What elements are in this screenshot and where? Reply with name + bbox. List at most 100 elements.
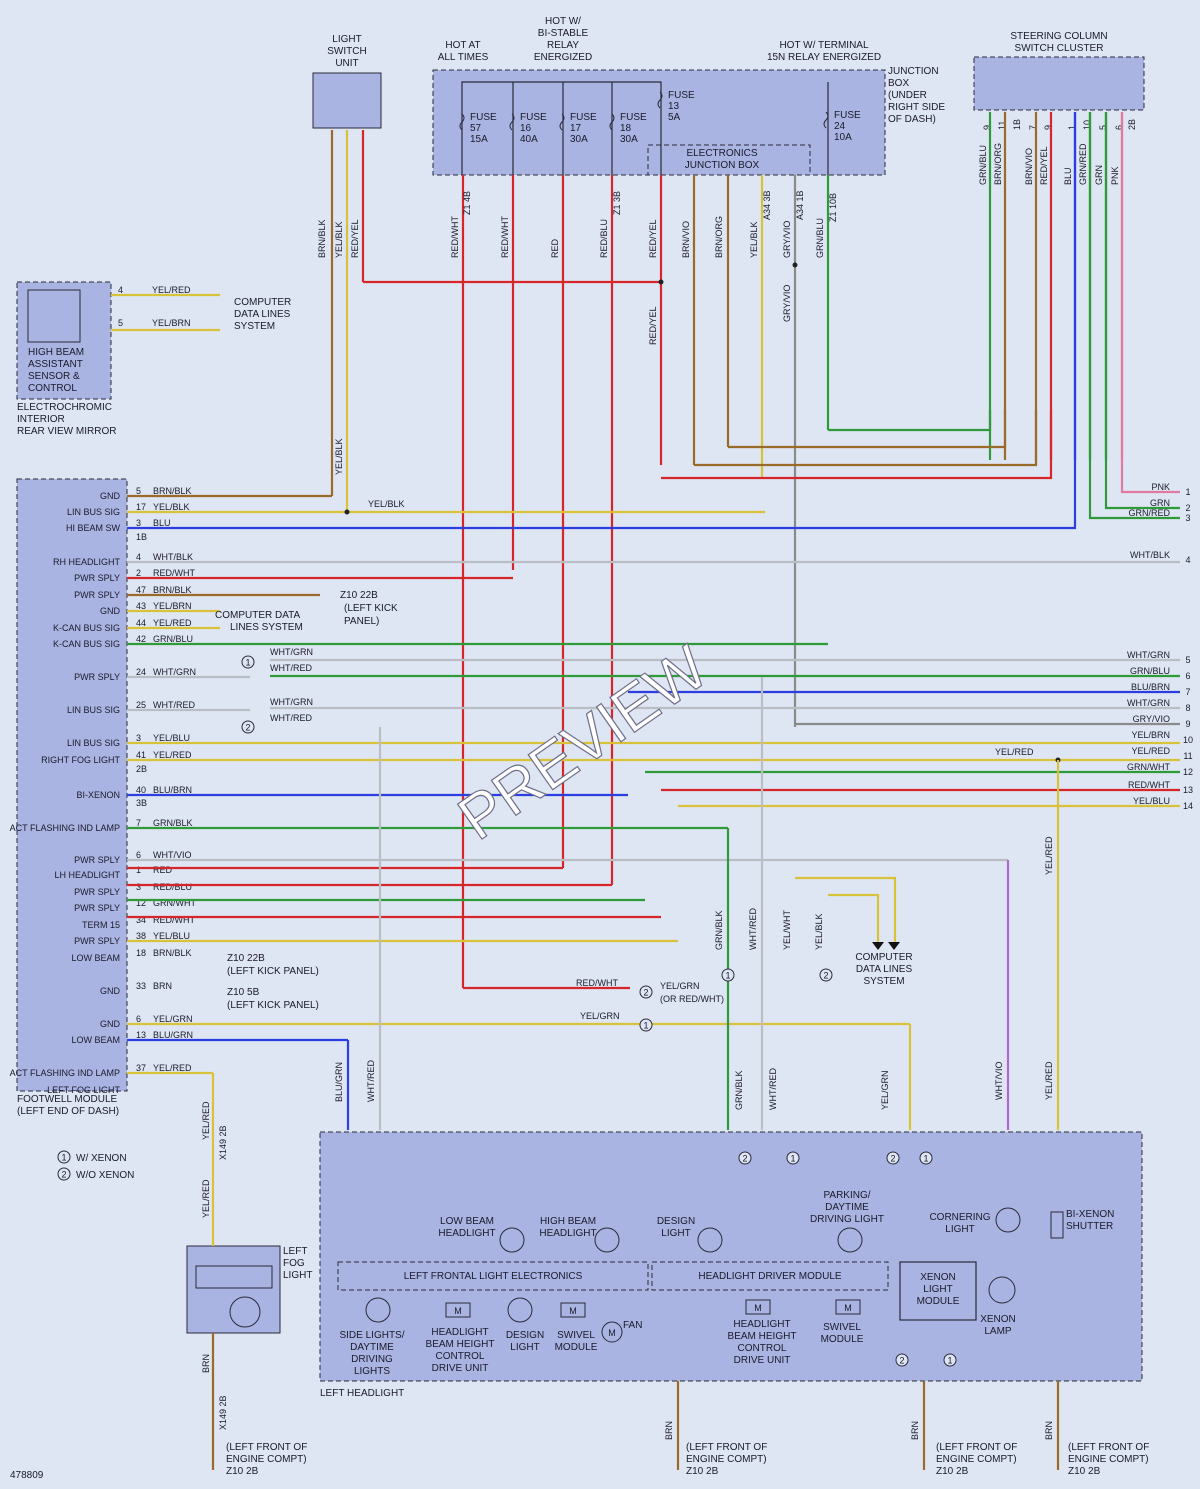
- hot-15n-label: HOT W/ TERMINAL: [779, 40, 869, 51]
- junction-box: [432, 69, 886, 176]
- brn-org-link: [728, 410, 1007, 449]
- light-switch-label: LIGHT: [332, 34, 361, 45]
- footwell-wire-label: YEL/RED: [153, 618, 192, 628]
- steering-pin: 11: [997, 121, 1007, 130]
- top-wire-label: BRN/VIO: [681, 221, 691, 258]
- connector-label: Z1 3B: [612, 191, 622, 215]
- hbc2-label: HEADLIGHT: [733, 1319, 790, 1330]
- pin: 4: [118, 285, 123, 295]
- legend-no-xenon: W/O XENON: [76, 1170, 134, 1181]
- legend-xenon-marker-num: 1: [61, 1153, 66, 1163]
- footwell-pin-number: 5: [136, 486, 141, 496]
- cornering-bulb: [995, 1207, 1021, 1233]
- fuse-symbol: [657, 91, 663, 109]
- hot-all-times-label: HOT AT: [445, 40, 480, 51]
- design2-label: DESIGN: [506, 1330, 544, 1341]
- side-lights-label: SIDE LIGHTS/: [339, 1330, 404, 1341]
- no-xenon-option-num: 2: [245, 723, 250, 733]
- fuse-label: 10A: [834, 132, 852, 143]
- splice: [344, 509, 350, 515]
- footwell-wire-label: YEL/RED: [153, 1063, 192, 1073]
- xenon-module-box: [899, 1261, 977, 1321]
- top-wire-label: RED/YEL: [350, 219, 360, 258]
- connector-label: 3B: [136, 798, 147, 808]
- xenon-module-label: XENON: [920, 1272, 956, 1283]
- fuse-label: 57: [470, 123, 482, 134]
- fuse-label: 5A: [668, 112, 681, 123]
- red-yel-link: [661, 410, 1053, 480]
- hbc1-label: DRIVE UNIT: [432, 1363, 489, 1374]
- wire-label: YEL/RED: [152, 285, 191, 295]
- pnk-wire: [1120, 112, 1180, 494]
- right-edge-number: 1: [1185, 487, 1190, 497]
- footwell-pin-number: 17: [136, 502, 146, 512]
- footwell-pin-number: 3: [136, 518, 141, 528]
- fuse-symbol: [509, 113, 515, 131]
- fuse-label: FUSE: [570, 112, 597, 123]
- right-edge-number: 9: [1185, 719, 1190, 729]
- right-edge-wire: PNK: [1151, 482, 1170, 492]
- parking-label: DRIVING LIGHT: [810, 1214, 884, 1225]
- data-lines-label: LINES SYSTEM: [230, 622, 303, 633]
- data-lines-label: COMPUTER: [234, 297, 291, 308]
- yel-wht-data: [795, 876, 897, 945]
- ground-label: PANEL): [344, 616, 379, 627]
- footwell-wire-label: RED/WHT: [153, 568, 195, 578]
- design2-label: LIGHT: [510, 1342, 539, 1353]
- parking-label: DAYTIME: [825, 1202, 869, 1213]
- footwell-pin-number: 44: [136, 618, 146, 628]
- left-fog-label: FOG: [283, 1258, 305, 1269]
- option-2-num: 2: [890, 1154, 895, 1164]
- footwell-pin-label: RIGHT FOG LIGHT: [41, 755, 120, 765]
- footwell-pin-label: HI BEAM SW: [66, 523, 121, 533]
- bulb-symbol: [594, 1227, 620, 1253]
- ground-label: Z10 22B: [227, 953, 265, 964]
- ejb-label: JUNCTION BOX: [685, 160, 760, 171]
- bulb-symbol: [507, 1297, 533, 1323]
- wire-label: GRN/BLK: [714, 910, 724, 950]
- hot-all-times-label: ALL TIMES: [438, 52, 489, 63]
- footwell-wire-label: GRN/WHT: [153, 898, 196, 908]
- left-fog-label: LIGHT: [283, 1270, 312, 1281]
- fan-label: FAN: [623, 1320, 642, 1331]
- motor-letter: M: [569, 1306, 577, 1316]
- option-1-num: 1: [643, 1021, 648, 1031]
- footwell-label: FOOTWELL MODULE: [17, 1094, 118, 1105]
- left-headlight-label: LEFT HEADLIGHT: [320, 1388, 404, 1399]
- xenon-lamp-label: LAMP: [984, 1326, 1012, 1337]
- motor-letter: M: [754, 1303, 762, 1313]
- footwell-wire-label: YEL/BLU: [153, 931, 190, 941]
- wire-label: YEL/GRN: [660, 981, 700, 991]
- motor-symbol: [835, 1299, 861, 1315]
- ground-note: Z10 2B: [686, 1466, 719, 1477]
- option-2: [819, 968, 833, 982]
- footwell-pin-label: PWR SPLY: [74, 903, 120, 913]
- splice: [792, 262, 798, 268]
- cornering-label: CORNERING: [929, 1212, 990, 1223]
- option-1-num: 1: [923, 1154, 928, 1164]
- wire-label: RED/YEL: [648, 306, 658, 345]
- footwell-pin-label: LOW BEAM: [71, 953, 120, 963]
- hbc2-label: CONTROL: [738, 1343, 787, 1354]
- splice: [658, 279, 664, 285]
- fuse-label: 24: [834, 121, 846, 132]
- wire-label: YEL/BLK: [814, 913, 824, 950]
- mirror-outer-label: REAR VIEW MIRROR: [17, 426, 116, 437]
- wire-label: YEL/GRN: [880, 1070, 890, 1110]
- fuse-label: 17: [570, 123, 582, 134]
- option-2-num: 2: [742, 1154, 747, 1164]
- right-edge-number: 14: [1183, 801, 1193, 811]
- bixenon-shutter-coil: [1050, 1211, 1064, 1239]
- bulb-symbol: [499, 1227, 525, 1253]
- hbc1-label: HEADLIGHT: [431, 1327, 488, 1338]
- cornering-label: LIGHT: [945, 1224, 974, 1235]
- steering-wire-label: RED/YEL: [1039, 146, 1049, 185]
- junction-box-label: OF DASH): [888, 114, 936, 125]
- steering-column-switch-cluster: [973, 56, 1145, 111]
- mirror-outer-label: INTERIOR: [17, 414, 65, 425]
- left-fog-light: [186, 1245, 281, 1334]
- connector-label: 1B: [136, 532, 147, 542]
- steering-pin: 1: [1067, 125, 1077, 130]
- hdm-box: [651, 1261, 889, 1291]
